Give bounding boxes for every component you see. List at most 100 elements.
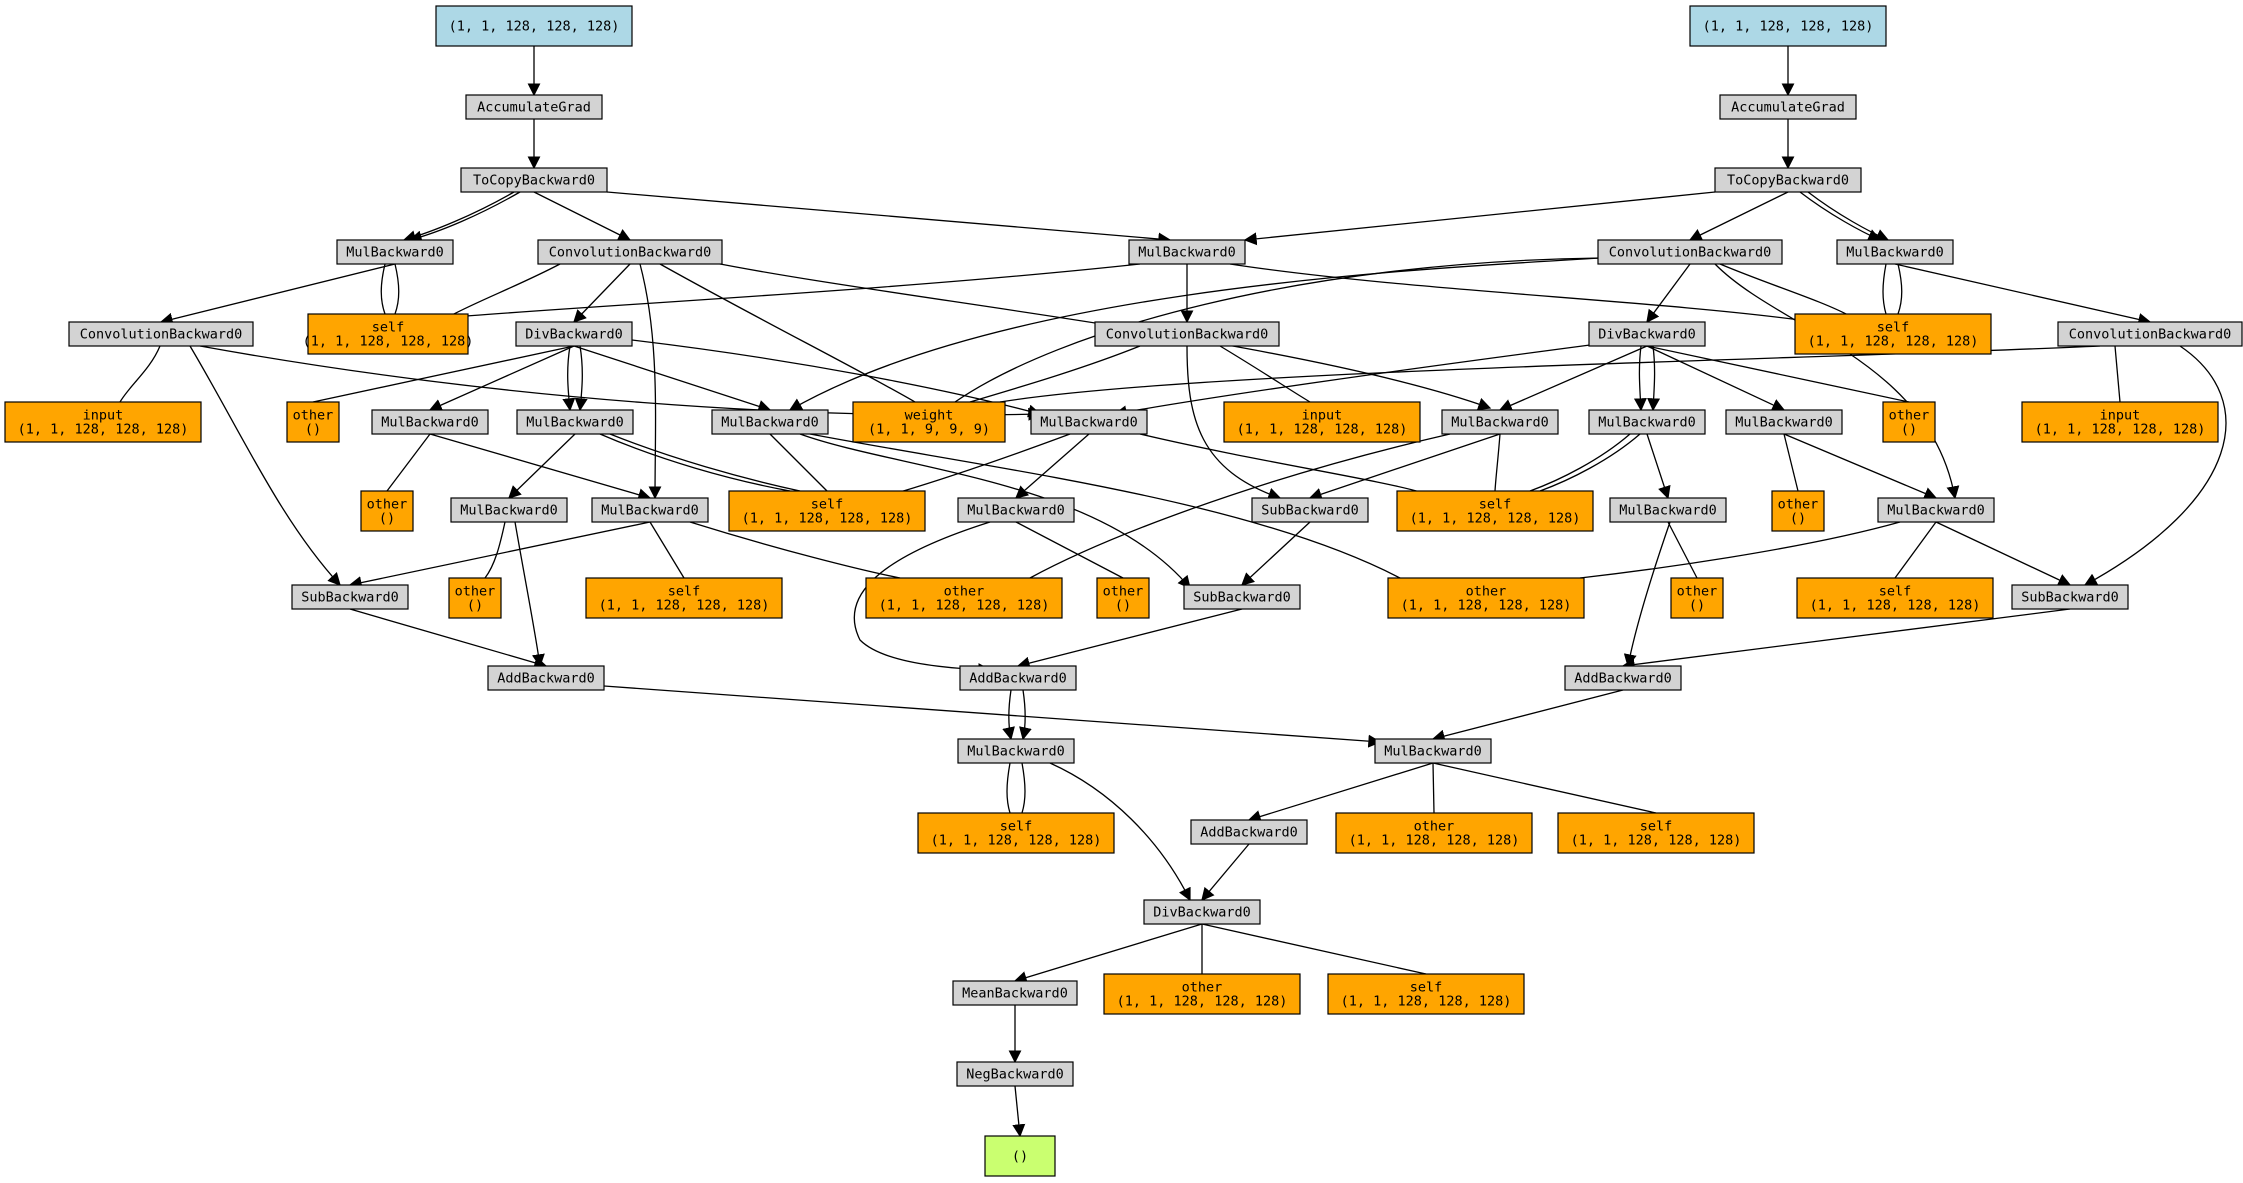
node-label: (1, 1, 128, 128, 128): [1410, 511, 1581, 527]
edge-copyA-to-convA2: [533, 191, 632, 241]
edge-divB-to-mulB1: [1498, 345, 1648, 412]
node-box: [865, 577, 1063, 619]
node-box: [1094, 321, 1280, 347]
node-label: SubBackward0: [301, 590, 399, 606]
edge-mulB2-to-mulB5: [1646, 433, 1671, 500]
node-selfF: self(1, 1, 128, 128, 128): [1327, 973, 1525, 1015]
node-label: DivBackward0: [525, 327, 623, 343]
node-inputA: input(1, 1, 128, 128, 128): [4, 401, 202, 443]
node-otherM1: other(1, 1, 128, 128, 128): [865, 577, 1063, 619]
node-copyB: ToCopyBackward0: [1714, 167, 1862, 193]
edge-mulY-to-mulZ: [1015, 433, 1090, 499]
edge-mulB2-to-selfY: [1539, 433, 1641, 492]
node-selfX: self(1, 1, 128, 128, 128): [728, 490, 926, 532]
edge-mulSq-to-selfSq: [1006, 762, 1011, 814]
node-label: SubBackward0: [1261, 503, 1359, 519]
node-out: (): [984, 1135, 1056, 1177]
edge-mulB1-to-otherM1: [1029, 433, 1451, 579]
node-label: (): [1115, 598, 1131, 614]
node-label: ConvolutionBackward0: [1609, 245, 1772, 261]
node-box: [286, 401, 340, 443]
node-convB: ConvolutionBackward0: [2057, 321, 2243, 347]
node-label: (): [1790, 511, 1806, 527]
node-label: MulBackward0: [1735, 415, 1833, 431]
node-otherA3: other(): [448, 577, 502, 619]
node-label: other: [1778, 497, 1819, 513]
node-selfW: self(1, 1, 128, 128, 128): [1557, 812, 1755, 854]
node-box: [711, 409, 829, 435]
edge-divF-to-selfF: [1201, 923, 1427, 975]
node-label: (1, 1, 128, 128, 128): [1117, 994, 1288, 1010]
node-box: [591, 497, 709, 523]
node-label: other: [944, 584, 985, 600]
node-box: [448, 577, 502, 619]
edge-mulX-to-otherM2: [809, 433, 1401, 579]
edge-mulA-to-selfA: [394, 263, 400, 315]
node-label: (1, 1, 128, 128, 128): [1237, 422, 1408, 438]
node-box: [956, 1061, 1074, 1087]
node-label: DivBackward0: [1598, 327, 1696, 343]
node-label: MulBackward0: [1138, 245, 1236, 261]
node-mulB3: MulBackward0: [1725, 409, 1843, 435]
node-mulW: MulBackward0: [1374, 738, 1492, 764]
node-label: (1, 1, 9, 9, 9): [868, 422, 990, 438]
node-label: MulBackward0: [721, 415, 819, 431]
node-box: [1588, 409, 1706, 435]
node-selfB: self(1, 1, 128, 128, 128): [1794, 313, 1992, 355]
edge-mulY-to-selfX: [899, 433, 1071, 493]
node-divA: DivBackward0: [515, 321, 633, 347]
node-mulZ: MulBackward0: [957, 497, 1075, 523]
node-label: AddBackward0: [969, 671, 1067, 687]
node-box: [516, 409, 634, 435]
edge-convB-to-inputB: [2114, 345, 2121, 403]
edge-subB-to-addB: [1621, 608, 2071, 671]
edge-convB2-to-divB: [1646, 263, 1691, 324]
node-label: MulBackward0: [460, 503, 558, 519]
node-label: (): [1689, 598, 1705, 614]
edge-subA-to-addA: [349, 608, 548, 669]
node-box: [1128, 239, 1246, 265]
node-label: input: [83, 408, 124, 424]
edge-mulA-to-selfA: [380, 263, 386, 315]
node-label: (1, 1, 128, 128, 128): [18, 422, 189, 438]
edge-divB-to-mulB2: [1647, 345, 1661, 412]
node-convA: ConvolutionBackward0: [68, 321, 254, 347]
node-box: [1609, 497, 1727, 523]
node-label: (1, 1, 128, 128, 128): [1808, 334, 1979, 350]
edge-mulC-to-selfA: [439, 263, 1141, 319]
edge-mulB5-to-otherB3: [1667, 521, 1698, 579]
node-label: ToCopyBackward0: [1727, 173, 1849, 189]
edge-mulB3-to-otherB2: [1783, 433, 1799, 492]
node-label: other: [1677, 584, 1718, 600]
node-box: [68, 321, 254, 347]
edge-addM-to-mulSq: [1002, 689, 1015, 741]
node-box: [1396, 490, 1594, 532]
node-otherA1: other(): [286, 401, 340, 443]
node-box: [1335, 812, 1533, 854]
edge-mulB1-to-selfY: [1494, 433, 1501, 492]
node-box: [450, 497, 568, 523]
node-accB: AccumulateGrad: [1719, 94, 1857, 120]
edge-mulB5-to-addB: [1623, 521, 1671, 668]
edge-mulB1-to-subM: [1308, 433, 1501, 501]
node-label: self: [1410, 980, 1443, 996]
edge-mulB-to-selfB: [1897, 263, 1903, 315]
edge-convA2-to-weight: [659, 263, 916, 403]
node-box: [959, 665, 1077, 691]
node-label: NegBackward0: [966, 1067, 1064, 1083]
edge-copyB-to-mulB: [1807, 191, 1890, 242]
node-box: [2021, 401, 2219, 443]
node-box: [460, 167, 608, 193]
edge-convC-to-subM: [1186, 345, 1282, 501]
node-label: other: [1889, 408, 1930, 424]
node-box: [1441, 409, 1559, 435]
node-otherZ: other(): [1096, 577, 1150, 619]
node-box: [487, 665, 605, 691]
node-box: [585, 577, 783, 619]
node-mulA3: MulBackward0: [591, 497, 709, 523]
node-box: [957, 497, 1075, 523]
node-label: (): [379, 511, 395, 527]
edge-copyA-to-mulA: [402, 191, 515, 244]
node-label: ConvolutionBackward0: [549, 245, 712, 261]
node-box: [1877, 497, 1995, 523]
